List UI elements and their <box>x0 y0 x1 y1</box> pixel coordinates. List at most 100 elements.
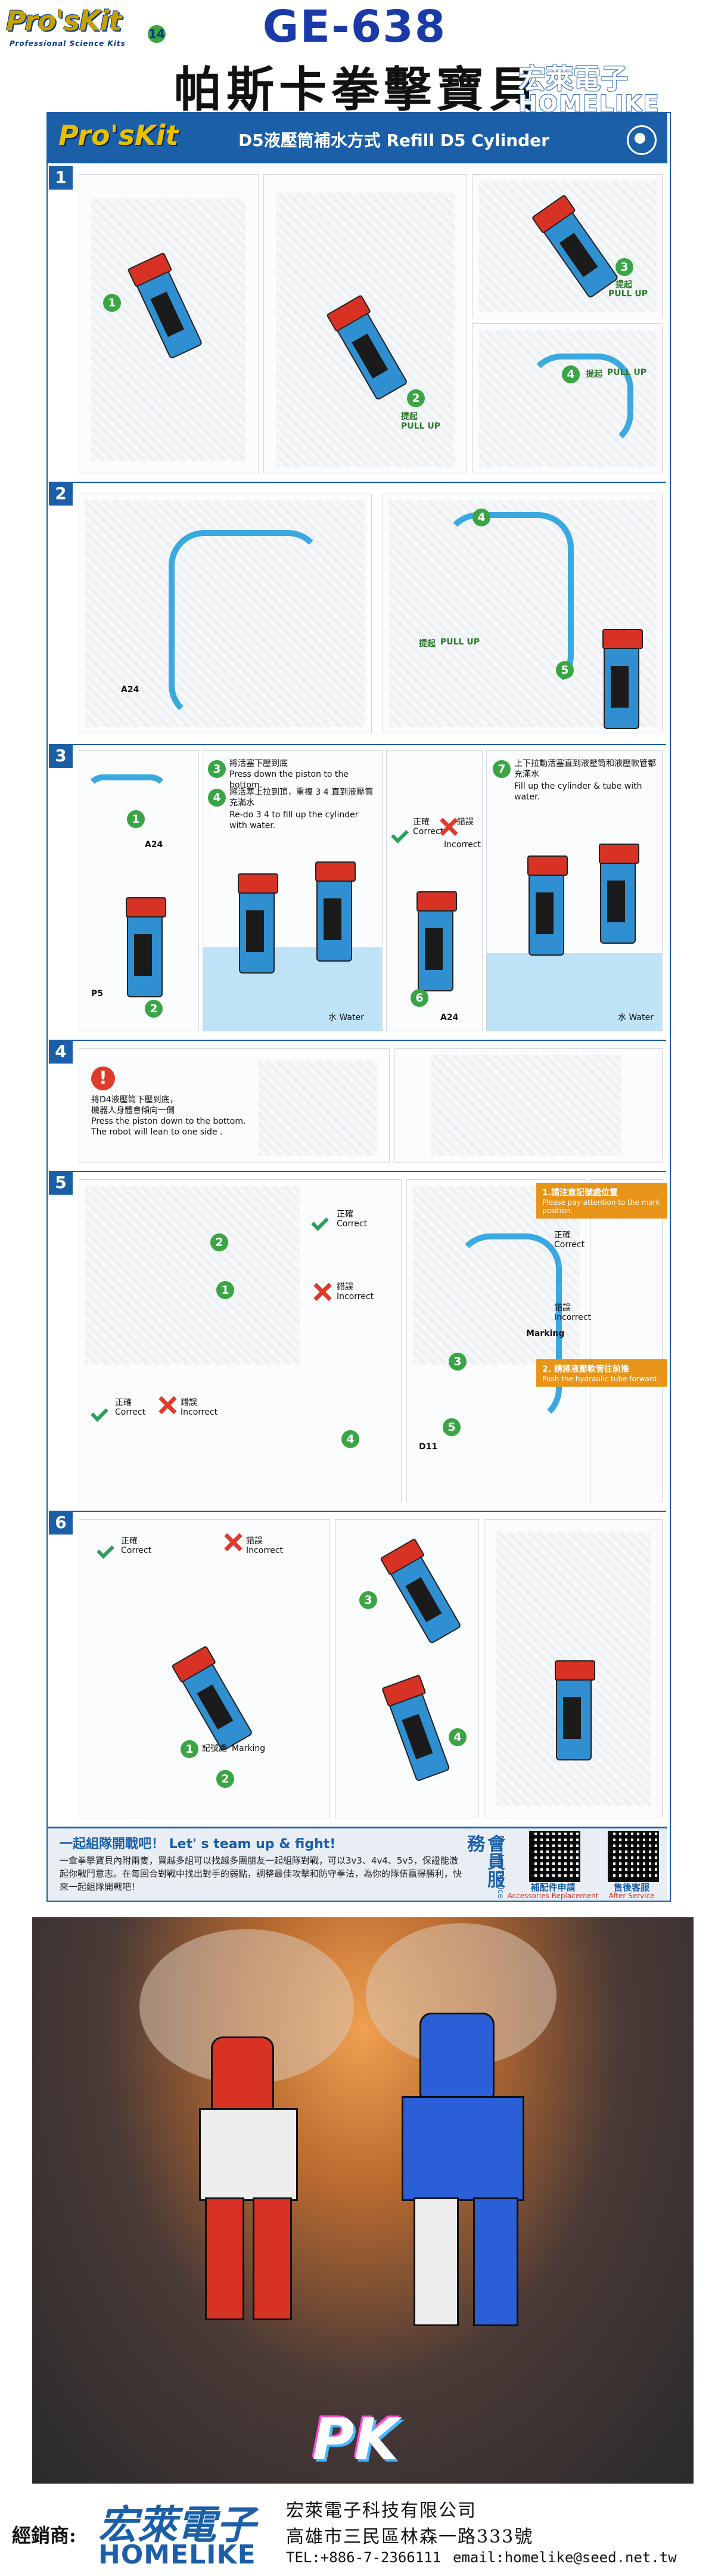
part-label-a24-b: A24 <box>440 1013 459 1022</box>
part-label-d11: D11 <box>419 1442 438 1452</box>
step-circle-2: 2 <box>145 1000 163 1018</box>
step-circle-2: 2 <box>407 389 425 407</box>
part-label-a24: A24 <box>121 685 139 695</box>
step-2: 2 A24 4 5 提起 PULL UP <box>49 482 666 745</box>
incorrect-label-en-2: Incorrect <box>181 1408 218 1417</box>
correct-label-cn: 正確 <box>121 1536 138 1546</box>
red-robot <box>151 2013 342 2346</box>
pull-up-label-en: PULL UP <box>440 637 480 647</box>
marking-label-cn: 記號處 <box>202 1744 227 1753</box>
correct-label-cn: 正確 <box>413 817 430 827</box>
step4-text-en-2: The robot will lean to one side . <box>91 1127 223 1137</box>
qr-code-accessories[interactable] <box>529 1831 580 1882</box>
qr-service-label-cn: 售後客服 <box>613 1882 649 1893</box>
step4-panel-b <box>394 1048 663 1163</box>
correct-label-en-2: Correct <box>115 1408 146 1417</box>
qr-accessories-label-cn: 補配件申請 <box>530 1882 576 1893</box>
step2-panel-a: A24 <box>79 494 372 733</box>
pull-up-label-cn: 提起 <box>401 412 418 421</box>
pull-up-label-en-2: PULL UP <box>608 289 648 299</box>
step-4: 4 ! 將D4液壓筒下壓到底， 機器人身體會傾向一側 Press the pis… <box>49 1040 666 1172</box>
homelike-logo-top: 宏萊電子 HOMELIKE <box>518 57 703 117</box>
step-circle-4: 4 <box>472 509 490 526</box>
incorrect-label-cn: 錯誤 <box>337 1282 353 1292</box>
banner-title: D5液壓筒補水方式 Refill D5 Cylinder <box>238 131 549 150</box>
pull-up-label-cn: 提起 <box>419 639 436 649</box>
correct-label-en: Correct <box>121 1546 152 1555</box>
banner-logo: Pro'sKit <box>58 119 179 151</box>
step1-panel-d: 4 提起 PULL UP <box>472 323 663 473</box>
distributor-label: 經銷商: <box>12 2524 76 2547</box>
step-circle-4: 4 <box>208 789 226 807</box>
step3-instruction-3-cn: 將活塞下壓到底 <box>229 759 288 768</box>
qr-service-label-en: After Service <box>608 1892 655 1900</box>
correct-check-icon <box>391 816 415 840</box>
blue-robot <box>366 1989 580 2346</box>
incorrect-cross-icon <box>222 1532 244 1553</box>
step1-panel-a: 1 <box>79 174 259 473</box>
step5-panel-b: Marking 3 5 D11 <box>406 1179 586 1502</box>
step3-instruction-3-en: Press down the piston to the bottom. <box>229 770 349 790</box>
step3-panel-c: 正確 Correct 錯誤 Incorrect 6 A24 <box>386 750 483 1031</box>
qr-accessories-label-en: Accessories Replacement <box>507 1892 599 1900</box>
correct-check-icon <box>97 1532 121 1555</box>
correct-label-en: Correct <box>413 827 444 836</box>
homelike-logo-cn: 宏萊電子 <box>518 63 628 95</box>
step-circle-4: 4 <box>449 1728 467 1746</box>
team-up-title: 一起組隊開戰吧！ Let' s team up & fight! <box>60 1837 336 1852</box>
correct-label-en: Correct <box>337 1219 368 1229</box>
team-up-bar: 一起組隊開戰吧！ Let' s team up & fight! 一盒拳擊寶貝內… <box>48 1827 667 1900</box>
step-circle-5: 5 <box>556 661 574 679</box>
tip-2-cn: 2. 請將液壓軟管往前推 <box>542 1365 629 1374</box>
brand-number: 14 <box>148 25 166 43</box>
tip-1-en: Please pay attention to the mark positio… <box>542 1198 660 1215</box>
tip-incorrect-en: Incorrect <box>554 1313 592 1322</box>
correct-check-icon-2 <box>91 1394 115 1418</box>
part-label-p5: P5 <box>91 989 104 999</box>
step3-panel-d: 7 上下拉動活塞直到液壓筒和液壓軟管都充滿水 Fill up the cylin… <box>486 750 663 1031</box>
step-circle-3: 3 <box>615 258 633 276</box>
step-3: 3 1 A24 P5 2 3 將活塞下壓到底 Press down the pi… <box>49 744 666 1041</box>
step-circle-2: 2 <box>210 1233 228 1251</box>
tip-1-cn: 1.請注意記號處位置 <box>542 1188 618 1198</box>
tip-incorrect-cn: 錯誤 <box>554 1303 571 1313</box>
water-label-left: 水 Water <box>328 1013 364 1022</box>
company-address: 高雄市三民區林森一路333號 <box>286 2527 534 2547</box>
marking-label: Marking <box>526 1329 565 1338</box>
step3-instruction-4-cn: 將活塞上拉到頂，重複 3 4 直到液壓筒充滿水 <box>229 788 374 808</box>
proskit-logo: Pro'sKit 14 Professional Science Kits <box>6 5 166 48</box>
tip-correct-en: Correct <box>554 1240 585 1250</box>
step-circle-2: 2 <box>216 1770 234 1788</box>
pk-logo: PK <box>312 2406 399 2473</box>
step-number: 4 <box>49 1040 73 1064</box>
step-circle-1: 1 <box>181 1740 198 1758</box>
step4-text-cn-1: 將D4液壓筒下壓到底， <box>91 1095 178 1105</box>
step-number: 5 <box>49 1171 73 1195</box>
tip-1-box: 1.請注意記號處位置 Please pay attention to the m… <box>536 1183 667 1219</box>
correct-check-icon <box>312 1204 335 1227</box>
incorrect-label-cn-2: 錯誤 <box>181 1398 197 1408</box>
correct-label-cn-2: 正確 <box>115 1398 132 1408</box>
step3-instruction-7-en: Fill up the cylinder & tube with water. <box>514 782 642 802</box>
company-email[interactable]: email:homelike@seed.net.tw <box>453 2549 677 2566</box>
step-1: 1 1 2 提起 PULL UP 3 提起 PULL UP 4 提起 PULL … <box>49 166 666 483</box>
step1-panel-b: 2 提起 PULL UP <box>263 174 467 473</box>
team-up-body: 一盒拳擊寶貝內附兩隻，買越多組可以找越多團朋友一起組隊對戰，可以3v3、4v4、… <box>60 1855 462 1892</box>
step6-panel-b: 3 4 <box>335 1519 479 1818</box>
step-circle-4: 4 <box>562 365 580 383</box>
instruction-banner: Pro'sKit D5液壓筒補水方式 Refill D5 Cylinder <box>48 113 667 163</box>
tip-2-en: Push the hydraulic tube forward. <box>542 1375 660 1383</box>
brand-logo-text: Pro'sKit <box>6 5 122 37</box>
step6-panel-a: 正確 Correct 錯誤 Incorrect 1 記號處 Marking 2 <box>79 1519 330 1818</box>
step4-panel-a: ! 將D4液壓筒下壓到底， 機器人身體會傾向一側 Press the pisto… <box>79 1048 390 1163</box>
incorrect-label-cn: 錯誤 <box>246 1536 263 1546</box>
step3-instruction-7-cn: 上下拉動活塞直到液壓筒和液壓軟管都充滿水 <box>514 759 656 779</box>
step-number: 1 <box>49 166 73 190</box>
step-number: 6 <box>49 1511 73 1535</box>
pull-up-label-en: PULL UP <box>401 421 440 431</box>
qr-code-after-service[interactable] <box>608 1831 659 1882</box>
footer: 經銷商: 宏萊電子 HOMELIKE 宏萊電子科技有限公司 高雄市三民區林森一路… <box>0 2485 715 2576</box>
product-photo: PK <box>32 1917 694 2484</box>
step-number: 3 <box>49 744 73 768</box>
step-circle-1: 1 <box>127 810 145 828</box>
